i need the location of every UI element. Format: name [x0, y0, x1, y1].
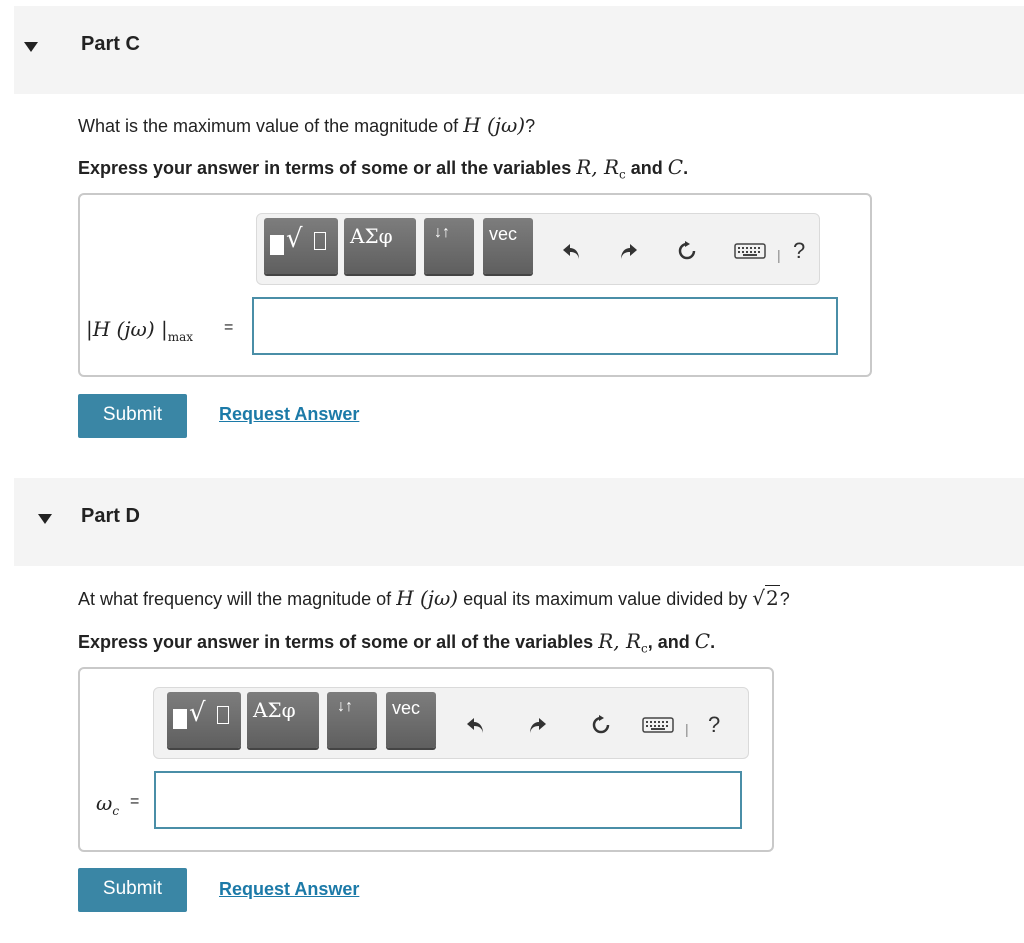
part-c-title: Part C [81, 33, 140, 55]
arrows-button[interactable]: ↓↑ [327, 692, 377, 748]
toolbar-separator: | [685, 721, 689, 737]
part-d-header[interactable]: Part D [14, 478, 1024, 566]
part-d-instruction: Express your answer in terms of some or … [78, 629, 716, 656]
box-outline-icon [314, 232, 326, 250]
collapse-triangle-icon[interactable] [38, 514, 52, 524]
box-icon [173, 709, 187, 729]
collapse-triangle-icon[interactable] [24, 42, 38, 52]
part-d-question: At what frequency will the magnitude of … [78, 585, 790, 610]
part-c-instruction: Express your answer in terms of some or … [78, 155, 689, 182]
vec-button[interactable]: vec [386, 692, 436, 748]
redo-icon[interactable] [618, 240, 640, 262]
greek-symbols-button[interactable]: ΑΣφ [247, 692, 319, 748]
vec-button[interactable]: vec [483, 218, 533, 274]
math-toolbar: √ ΑΣφ ↓↑ vec | ? [153, 687, 749, 759]
toolbar-separator: | [777, 247, 781, 263]
math-toolbar: √ ΑΣφ ↓↑ vec | ? [256, 213, 820, 285]
reset-icon[interactable] [676, 240, 698, 262]
undo-icon[interactable] [560, 240, 582, 262]
request-answer-link[interactable]: Request Answer [219, 879, 360, 899]
equals-sign: = [130, 793, 140, 810]
box-outline-icon [217, 706, 229, 724]
answer-input[interactable] [252, 297, 838, 355]
part-c-header[interactable]: Part C [14, 6, 1024, 94]
part-d-answer-box: √ ΑΣφ ↓↑ vec | ? ωc = [78, 667, 774, 852]
help-button[interactable]: ? [793, 238, 806, 263]
redo-icon[interactable] [527, 714, 549, 736]
submit-button[interactable]: Submit [78, 868, 187, 912]
templates-button[interactable]: √ [264, 218, 338, 274]
answer-label: |H (jω) |max [86, 317, 194, 344]
arrows-button[interactable]: ↓↑ [424, 218, 474, 274]
part-c-question: What is the maximum value of the magnitu… [78, 113, 536, 137]
answer-label: ωc [96, 791, 120, 818]
sqrt-expression: √2 [752, 585, 780, 610]
templates-button[interactable]: √ [167, 692, 241, 748]
undo-icon[interactable] [464, 714, 486, 736]
request-answer-link[interactable]: Request Answer [219, 404, 360, 424]
part-d-title: Part D [81, 505, 140, 527]
part-c-answer-box: √ ΑΣφ ↓↑ vec | ? |H (jω) |max = [78, 193, 872, 377]
help-button[interactable]: ? [708, 712, 721, 737]
radical-icon: √ [189, 698, 206, 728]
math-h-jw: H (jω) [463, 113, 526, 137]
reset-icon[interactable] [590, 714, 612, 736]
submit-button[interactable]: Submit [78, 394, 187, 438]
answer-input[interactable] [154, 771, 742, 829]
keyboard-icon[interactable] [734, 240, 766, 262]
greek-symbols-button[interactable]: ΑΣφ [344, 218, 416, 274]
keyboard-icon[interactable] [642, 714, 674, 736]
box-icon [270, 235, 284, 255]
radical-icon: √ [286, 224, 303, 254]
equals-sign: = [224, 319, 234, 336]
